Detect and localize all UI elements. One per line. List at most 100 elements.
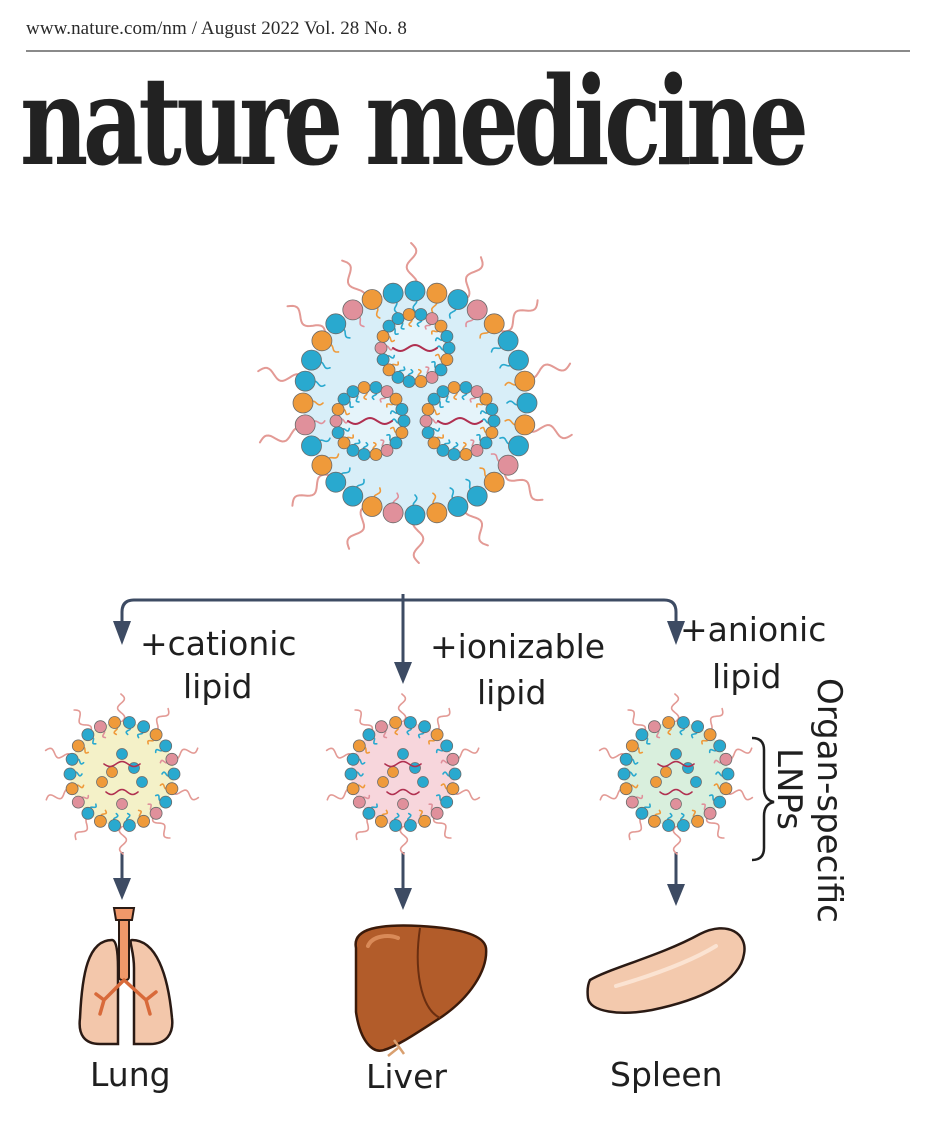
lipid-head (362, 728, 376, 742)
lipid-head (660, 766, 672, 778)
lipid-head (719, 782, 733, 796)
lipid-head (374, 720, 388, 734)
peg-chain (355, 815, 374, 841)
lipid-head (404, 280, 426, 302)
additive-label-anionic-2: lipid (712, 657, 781, 696)
lipid-head (447, 448, 461, 461)
lipid-head (483, 471, 505, 493)
lipid-head (382, 319, 396, 333)
lipid-head (682, 762, 694, 774)
lipid-head (427, 392, 441, 406)
arrowhead-lung-organ (113, 878, 131, 900)
lipid-head (402, 308, 416, 321)
lipid-head (122, 716, 136, 729)
organ-label-lung: Lung (90, 1055, 171, 1094)
bronchi (94, 978, 158, 1016)
lipid-head (421, 402, 435, 416)
mrna-strand (392, 343, 438, 353)
lipid-head (514, 414, 536, 436)
left-lung-lobe (78, 938, 120, 1046)
peg-chain (670, 693, 680, 723)
lipid-head (466, 299, 488, 321)
lipid-head (376, 330, 390, 343)
lipid-head (397, 748, 409, 760)
lipid-head (430, 728, 444, 742)
peg-chain (74, 815, 93, 841)
lipid-head (116, 748, 128, 760)
lipid-head (485, 426, 499, 440)
lipid-head (357, 381, 371, 394)
lipid-head (436, 443, 450, 457)
lipid-head (374, 341, 388, 355)
liver-lobe-line (416, 927, 441, 1019)
lipid-head (434, 363, 448, 377)
peg-chain (341, 259, 367, 305)
lipid-head (691, 720, 704, 734)
lipid-head (165, 782, 179, 796)
lipid-head (380, 385, 394, 399)
lnp-diagram: +cationic lipid +ionizable lipid +anioni… (44, 242, 849, 1096)
lipid-head (116, 798, 128, 810)
arrowhead-liver (394, 662, 412, 684)
peg-chain (705, 707, 724, 733)
lipid-head (149, 728, 163, 742)
peg-chain (627, 709, 647, 734)
vesicle-lipid-ring (374, 308, 456, 388)
mrna-strand (103, 760, 141, 768)
lipid-head (721, 767, 735, 781)
lipid-head (344, 767, 358, 781)
lipid-head (397, 798, 409, 810)
side-label-organ-specific: Organ-specific (809, 678, 849, 923)
lipid-head (497, 454, 519, 476)
lipid-head (691, 814, 704, 828)
lipid-head (677, 819, 690, 832)
lipid-head (106, 766, 118, 778)
lipid-head (479, 392, 493, 406)
lipid-head (447, 289, 469, 310)
mrna-strand (347, 416, 393, 426)
lipid-head (325, 313, 347, 335)
small-lnps (44, 693, 754, 855)
lipid-head (391, 312, 405, 325)
lnp-core (303, 291, 527, 515)
lipid-head (346, 385, 360, 399)
lipid-head (635, 728, 649, 742)
vesicle-lipid-ring (419, 381, 501, 461)
lipid-head (414, 375, 428, 388)
lipid-head (447, 496, 469, 517)
lipid-head (369, 381, 383, 394)
lipid-head (436, 385, 450, 399)
spleen-highlight (614, 944, 718, 988)
liver-highlight (366, 934, 400, 948)
small-lnp-liver (325, 693, 481, 855)
peg-chain (463, 501, 489, 547)
lipid-head (71, 795, 85, 809)
lipid-head (487, 414, 501, 428)
lipid-head (108, 716, 121, 729)
arrowhead-spleen-organ (667, 884, 685, 906)
peg-chain (116, 693, 126, 723)
lipid-head (167, 767, 181, 781)
lipid-head (440, 353, 454, 367)
gallbladder-duct (387, 1039, 406, 1057)
lipid-head (414, 308, 428, 321)
lipid-head (346, 752, 360, 766)
lipid-head (159, 795, 173, 809)
peg-chain (346, 504, 370, 550)
lipid-head (387, 766, 399, 778)
lipid-head (71, 739, 85, 753)
peg-chain (432, 814, 452, 839)
larynx (112, 907, 136, 921)
lipid-head (342, 299, 364, 321)
lipid-head (625, 795, 639, 809)
lipid-head (617, 767, 631, 781)
peg-chain (705, 814, 725, 839)
lipid-head (690, 776, 702, 788)
lipid-head (395, 402, 409, 416)
additive-label-ionizable-2: lipid (477, 673, 546, 712)
lipid-head (96, 776, 108, 788)
peg-chain (672, 825, 682, 855)
lipid-head (403, 716, 417, 729)
lipid-head (346, 443, 360, 457)
lipid-head (325, 471, 347, 493)
